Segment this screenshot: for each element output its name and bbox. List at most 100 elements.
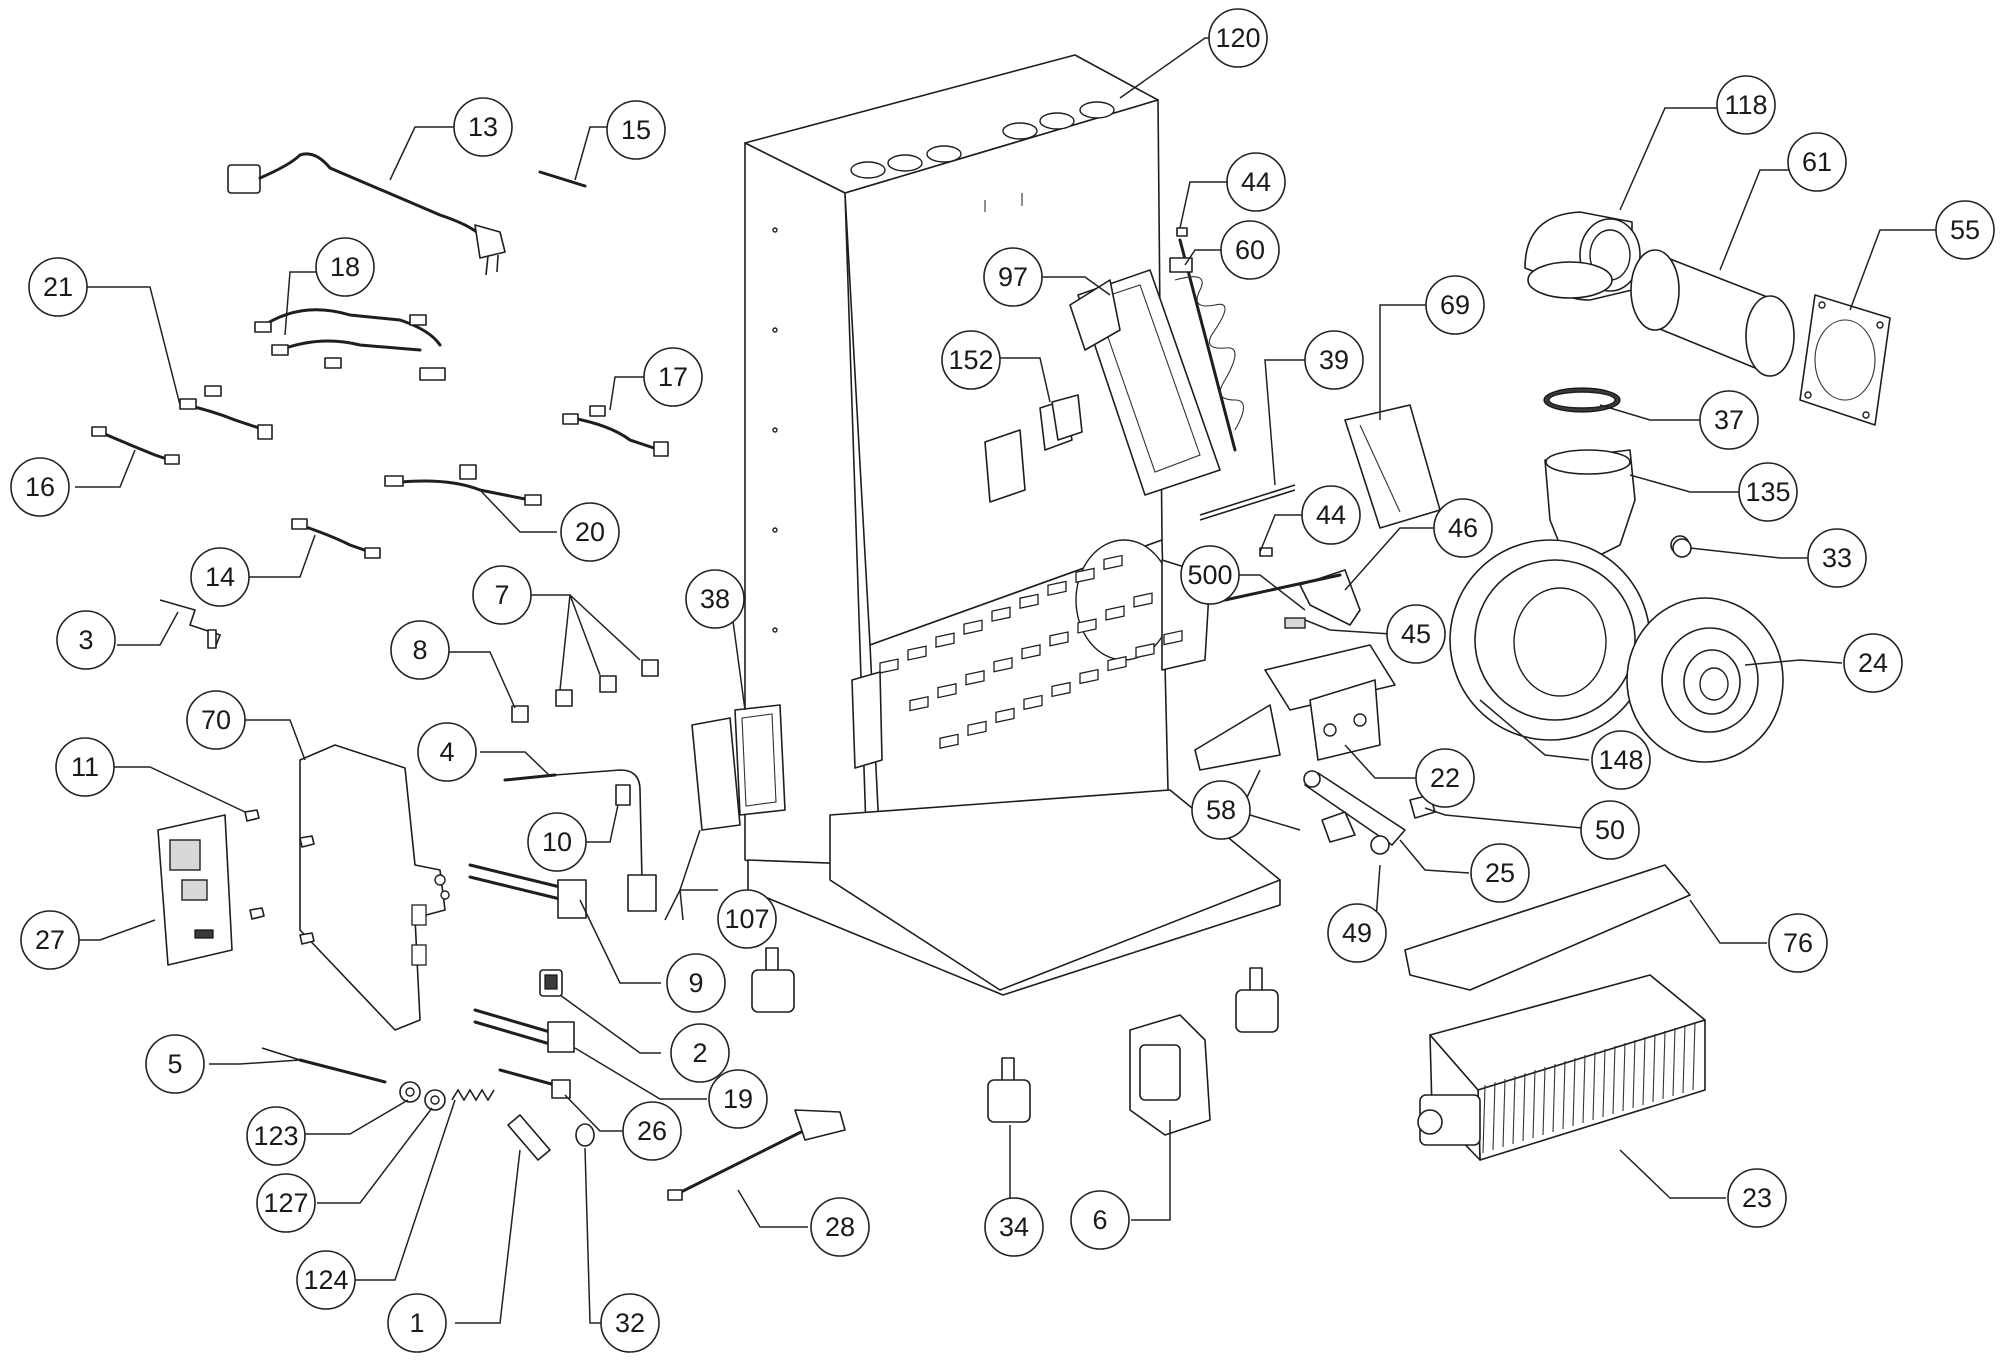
callout-bubble: 13 (453, 97, 513, 157)
callout-circle (296, 1250, 356, 1310)
callout-bubble: 11 (55, 737, 115, 797)
tray-slot (1079, 668, 1099, 685)
callout-bubble: 69 (1425, 275, 1485, 335)
callout-bubble: 6 (1070, 1190, 1130, 1250)
tray-slot (965, 670, 985, 686)
callout-bubble: 97 (983, 247, 1043, 307)
callout-label: 1 (409, 1308, 424, 1338)
callout-circle (643, 347, 703, 407)
callout-label: 44 (1316, 500, 1346, 530)
fan-fin (1682, 1024, 1686, 1094)
tray-slot (1103, 554, 1123, 571)
callout-circle (417, 722, 477, 782)
tray-slot (1133, 592, 1153, 608)
callout-circle (315, 237, 375, 297)
callout-circle (1787, 132, 1847, 192)
callout-label: 4 (439, 737, 454, 767)
callout-circle (1226, 152, 1286, 212)
callout-bubble: 10 (527, 812, 587, 872)
callout-bubble: 152 (941, 330, 1001, 390)
spring-124-part (451, 1088, 495, 1102)
callout-label: 10 (542, 827, 572, 857)
callout-bubble: 38 (685, 569, 745, 629)
grommet-32-part (575, 1123, 595, 1147)
callout-label: 120 (1215, 23, 1260, 53)
callout-label: 13 (468, 112, 498, 142)
fuse-holder-part (473, 1008, 575, 1053)
tray-slot (1047, 580, 1067, 597)
callout-circle (717, 889, 777, 949)
clamp-ring-part (1543, 387, 1621, 413)
callout-bubble: 20 (560, 502, 620, 562)
callout-label: 20 (575, 517, 605, 547)
callout-label: 23 (1742, 1183, 1772, 1213)
door-gasket-part (734, 704, 786, 816)
callout-bubble: 49 (1327, 903, 1387, 963)
callout-label: 18 (330, 252, 360, 282)
callout-label: 3 (78, 625, 93, 655)
callout-bubble: 19 (708, 1069, 768, 1129)
fan-fin (1692, 1021, 1696, 1091)
callout-circle (28, 257, 88, 317)
fan-fin (1592, 1051, 1596, 1121)
fan-fin (1542, 1066, 1546, 1136)
callout-label: 135 (1745, 477, 1790, 507)
callout-bubble: 70 (186, 690, 246, 750)
callout-label: 32 (615, 1308, 645, 1338)
callout-label: 19 (723, 1084, 753, 1114)
callout-bubble: 148 (1591, 730, 1651, 790)
fan-fin (1642, 1036, 1646, 1106)
callout-bubble: 2 (670, 1023, 730, 1083)
callout-circle (1070, 1190, 1130, 1250)
callout-circle (1425, 275, 1485, 335)
standoff-part (244, 809, 315, 945)
callout-circle (1470, 843, 1530, 903)
callout-label: 44 (1241, 167, 1271, 197)
callout-label: 118 (1724, 90, 1767, 120)
callout-label: 11 (71, 752, 99, 782)
callout-label: 76 (1783, 928, 1813, 958)
callout-bubble: 45 (1386, 604, 1446, 664)
tray-slot (1105, 605, 1125, 621)
callout-bubble: 24 (1843, 633, 1903, 693)
wire-harness-16-part (91, 426, 180, 465)
callout-circle (600, 1293, 660, 1353)
callout-bubble: 60 (1220, 220, 1280, 280)
tray-slot (993, 657, 1013, 673)
fan-fin (1622, 1042, 1626, 1112)
callout-circle (1591, 730, 1651, 790)
callout-label: 61 (1802, 147, 1832, 177)
callout-label: 27 (35, 925, 65, 955)
callout-bubble: 135 (1738, 462, 1798, 522)
tray-slot (1135, 642, 1155, 659)
callout-label: 500 (1187, 560, 1232, 590)
tray-slot (1049, 631, 1069, 647)
callout-label: 46 (1448, 513, 1478, 543)
igniter-28-part (667, 1109, 846, 1201)
callout-label: 2 (692, 1038, 707, 1068)
fan-fin (1602, 1048, 1606, 1118)
tray-slot (1163, 629, 1183, 646)
callout-circle (145, 1034, 205, 1094)
callout-circle (810, 1197, 870, 1257)
fan-fin (1492, 1081, 1496, 1151)
callout-bubble: 1 (387, 1293, 447, 1353)
callout-label: 70 (201, 705, 231, 735)
callout-circle (1327, 903, 1387, 963)
fan-fin (1512, 1075, 1516, 1145)
callout-bubble: 14 (190, 547, 250, 607)
door-plate-part (691, 717, 741, 831)
callout-circle (1191, 780, 1251, 840)
control-board-part (157, 814, 233, 966)
gasket-plate-part (1799, 294, 1891, 426)
callout-bubble: 18 (315, 237, 375, 297)
callout-bubble: 27 (20, 910, 80, 970)
tray-slot (963, 619, 983, 635)
callout-label: 16 (25, 472, 55, 502)
rocker-switch-part (539, 969, 563, 997)
plug-33-part (1672, 538, 1692, 558)
callout-bubble: 37 (1699, 390, 1759, 450)
callout-bubble: 9 (666, 953, 726, 1013)
